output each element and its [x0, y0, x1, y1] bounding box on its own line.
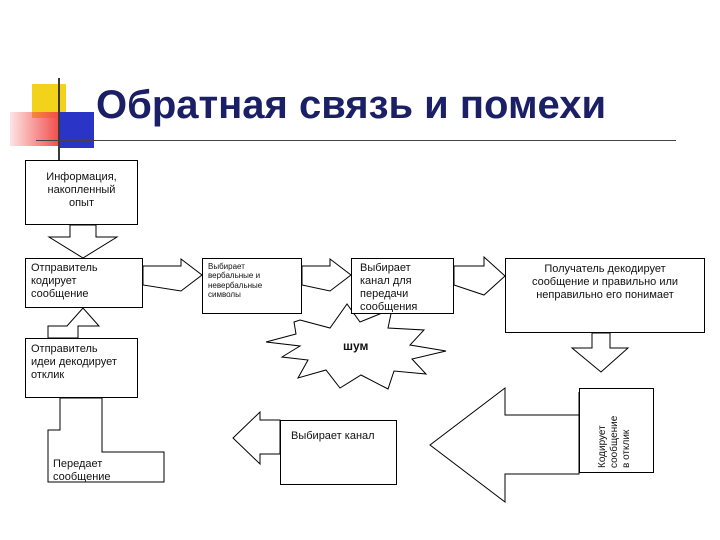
- node-info-label: Информация, накопленный опыт: [46, 171, 117, 209]
- slide-title: Обратная связь и помехи: [96, 83, 607, 127]
- node-chooses-symbols: [202, 258, 302, 314]
- arrow-info-to-sender: [47, 224, 119, 259]
- arrow-reply-to-channel: [429, 386, 580, 504]
- node-info: [25, 160, 138, 225]
- node-sender-decodes-reply: [25, 338, 138, 398]
- noise-label: шум: [343, 339, 369, 353]
- arrow-channel-to-transmit: [232, 410, 281, 466]
- node-receiver-decodes: [505, 258, 705, 333]
- node-sender-decodes-reply-label: Отправитель идеи декодирует отклик: [31, 343, 117, 381]
- arrow-receiver-to-reply: [570, 332, 630, 373]
- arrow-decode-to-sender: [47, 307, 101, 339]
- node-transmits-label: Передает сообщение: [53, 458, 111, 483]
- node-sender-encodes-label: Отправитель кодирует сообщение: [31, 262, 98, 300]
- deco-blue-square: [60, 112, 94, 148]
- node-chooses-channel-label: Выбирает канал: [291, 430, 375, 442]
- node-chooses-channel-send: [351, 258, 454, 314]
- node-encodes-reply: [579, 388, 654, 473]
- node-chooses-channel: [280, 420, 397, 485]
- deco-horizontal-line: [36, 140, 676, 141]
- node-chooses-symbols-label: Выбирает вербальные и невербальные симво…: [208, 262, 263, 300]
- node-chooses-channel-send-label: Выбирает канал для передачи сообщения: [360, 262, 418, 312]
- deco-vertical-line: [58, 78, 60, 160]
- node-sender-encodes: [25, 258, 143, 308]
- node-receiver-decodes-label: Получатель декодирует сообщение и правил…: [531, 263, 679, 301]
